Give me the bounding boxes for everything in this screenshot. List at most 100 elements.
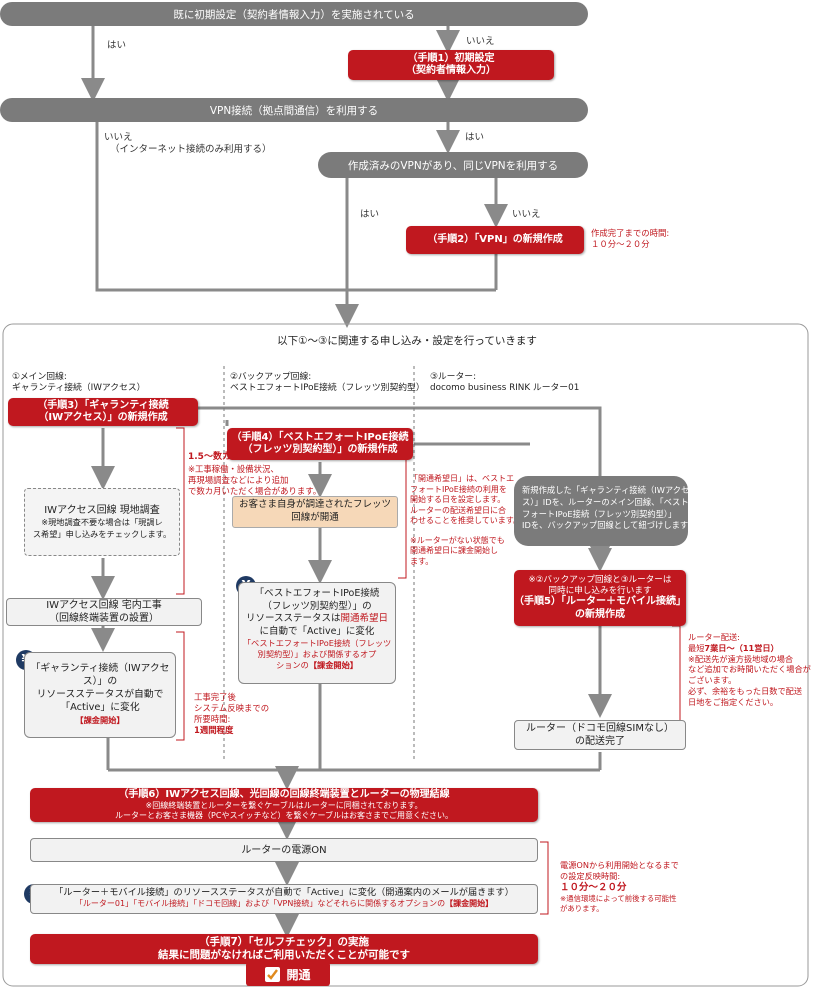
router-delivery-note: ルーター配送: 最短7業日～（11営日） ※配送先が遠方扱地域の場合 など追加で…: [688, 632, 811, 708]
guaranty-status-l3: リソースステータスが自動で: [36, 688, 164, 700]
router-note-l1: ルーター配送:: [688, 632, 740, 642]
column-main-line: ①メイン回線: ギャランティ接続（IWアクセス）: [12, 372, 145, 394]
router-status-active-box: 「ルーター＋モバイル接続」のリソースステータスが自動で「Active」に変化（開…: [30, 884, 538, 914]
link-box-l3: フォートIPoE接続（フレッツ別契約型）」: [522, 508, 677, 519]
power-note-l2: の設定反映時間:: [560, 870, 621, 881]
power-note-l3: １０分～２０分: [560, 881, 627, 893]
router-note-l2a: 最短: [688, 642, 705, 653]
yes-label-2: はい: [465, 132, 485, 143]
step6-l3: ルーターとお客さま機器（PCやスイッチなど）を繋ぐケーブルはお客さまでご用意くだ…: [115, 811, 453, 821]
flets-open-l1: お客さま自身が調達されたフレッツ: [238, 499, 391, 511]
col1-line1: ①メイン回線:: [12, 372, 67, 382]
step3-line1: （手順3）「ギャランティ接続: [37, 399, 169, 411]
col2-line1: ②バックアップ回線:: [230, 372, 312, 382]
kaitsu-note-l3: 開始する日を設定します。: [410, 495, 506, 505]
kaitsu-note-l5: わせることを推奨しています。: [410, 516, 521, 526]
column-router: ③ルーター: docomo business RINK ルーター01: [430, 372, 579, 394]
construction-note-l3: で数カ月いただく場合があります。: [188, 486, 322, 497]
desired-open-date-note: 「開通希望日」は、ベストエ フォートIPoE接続の利用を 開始する日を設定します…: [410, 474, 521, 567]
best-status-open-date: 開通希望日: [340, 613, 389, 625]
construction-note-l2: 再現場調査などにより追加: [188, 474, 289, 485]
best-status-l6: 別契約型）」および関係するオプ: [257, 648, 377, 659]
router-delivery-complete: ルーター（ドコモ回線SIMなし） の配送完了: [514, 720, 686, 750]
router-delivery-l2: の配送完了: [575, 736, 625, 747]
guaranty-status-l2: ス）」の: [82, 675, 118, 687]
iw-survey-l2: ス希望」申し込みをチェックします。: [32, 529, 172, 539]
step5-l2: 同時に申し込みを行います: [548, 585, 652, 596]
work-note-l1: 工事完了後: [194, 692, 236, 702]
opening-complete-text: 開通: [286, 967, 311, 982]
no-label-2: いいえ: [104, 132, 133, 143]
iw-work-l1: IWアクセス回線 宅内工事: [46, 600, 162, 611]
setting-reflect-note: 電源ONから利用開始となるまで の設定反映時間: １０分～２０分 ※通信環境によ…: [560, 860, 679, 914]
router-link-ids-box: 新規作成した「ギャランティ接続（IWアクセ ス）」IDを、ルーターのメイン回線、…: [514, 476, 697, 546]
step2-note-line2: １０分～２０分: [591, 239, 650, 250]
step7-self-check[interactable]: （手順7）「セルフチェック」の実施 結果に問題がなければご利用いただくことが可能…: [30, 934, 538, 964]
kaitsu-note-l4: ルーターの配送希望日に合: [410, 505, 506, 515]
step2-time-note: 作成完了までの時間: １０分～２０分: [591, 228, 669, 250]
step1-line2: （契約者情報入力）: [406, 65, 496, 76]
construction-period-title: 1.5～数カ月: [188, 452, 240, 462]
step6-physical-wiring[interactable]: （手順6）IWアクセス回線、光回線の回線終端装置とルーターの物理結線 ※回線終端…: [30, 788, 538, 822]
step3-guaranty-create[interactable]: （手順3）「ギャランティ接続 （IWアクセス）」の新規作成: [8, 398, 198, 426]
no-internet-label: （インターネット接続のみ利用する）: [110, 144, 272, 155]
kaitsu-note-l6: ※ルーターがない状態でも: [410, 535, 505, 545]
besteffort-status-box: 「ベストエフォートIPoE接続 （フレッツ別契約型）」の リソースステータスは開…: [238, 582, 396, 684]
iw-site-survey[interactable]: IWアクセス回線 現地調査 ※現地調査不要な場合は「現調レ ス希望」申し込みをチ…: [24, 488, 180, 556]
best-status-l5: 「ベストエフォートIPoE接続（フレッツ: [242, 638, 392, 649]
col1-line2: ギャランティ接続（IWアクセス）: [12, 382, 146, 393]
best-status-l4: に自動で「Active」に変化: [259, 625, 375, 637]
step3-line2: （IWアクセス）」の新規作成: [38, 412, 168, 423]
best-status-l7: ションの: [276, 659, 309, 670]
router-power-on: ルーターの電源ON: [30, 838, 538, 862]
col3-line1: ③ルーター:: [430, 372, 477, 382]
iw-survey-l1: ※現地調査不要な場合は「現調レ: [41, 517, 163, 527]
flets-open-l2: 回線が開通: [291, 512, 339, 523]
step4-besteffort-create[interactable]: （手順4）「ベストエフォートIPoE接続 （フレッツ別契約型）」の新規作成: [227, 428, 413, 460]
initial-setup-question: 既に初期設定（契約者情報入力）を実施されている: [0, 2, 588, 26]
step1-line1: （手順1）初期設定: [407, 52, 495, 64]
construction-note-l1: ※工事稼働・設備状況、: [188, 463, 279, 474]
yes-label-1: はい: [107, 40, 127, 51]
best-status-billing-start: 【課金開始】: [308, 659, 358, 670]
router-delivery-l1: ルーター（ドコモ回線SIMなし）: [526, 723, 674, 734]
router-note-l5: ございます。: [688, 675, 737, 686]
step2-vpn-create[interactable]: （手順2）「VPN」の新規作成: [406, 226, 584, 254]
power-on-text: ルーターの電源ON: [241, 844, 327, 856]
link-box-l1: 新規作成した「ギャランティ接続（IWアクセ: [522, 485, 690, 495]
power-note-l4: ※通信環境によって前後する可能性: [560, 894, 677, 904]
kaitsu-note-l2: フォートIPoE接続の利用を: [410, 484, 507, 494]
existing-vpn-question-text: 作成済みのVPNがあり、同じVPNを利用する: [347, 159, 559, 172]
final-status-l2: 「ルーター01」「モバイル接続」「ドコモ回線」および「VPN接続」などそれらに関…: [74, 898, 446, 908]
iw-indoor-work: IWアクセス回線 宅内工事 （回線終端装置の設置）: [6, 598, 202, 626]
final-status-l1: 「ルーター＋モバイル接続」のリソースステータスが自動で「Active」に変化（開…: [54, 887, 514, 898]
step5-router-mobile-create[interactable]: ※②バックアップ回線と③ルーターは 同時に申し込みを行います （手順5）「ルータ…: [514, 570, 686, 626]
opening-complete-badge: 開通: [246, 962, 330, 986]
no-label-3: いいえ: [512, 209, 541, 220]
yes-label-3: はい: [360, 209, 380, 220]
step1-initial-setup[interactable]: （手順1）初期設定 （契約者情報入力）: [348, 50, 554, 80]
work-note-l2: システム反映までの: [194, 703, 270, 714]
step7-l2: 結果に問題がなければご利用いただくことが可能です: [158, 949, 410, 961]
work-note-l4: 1週間程度: [194, 725, 234, 736]
step6-l1: （手順6）IWアクセス回線、光回線の回線終端装置とルーターの物理結線: [118, 788, 450, 800]
kaitsu-note-l8: ます。: [410, 556, 434, 566]
guaranty-status-l4: 「Active」に変化: [60, 701, 140, 713]
kaitsu-note-l7: 開通希望日に課金開始し: [410, 546, 498, 556]
guaranty-billing-start: 【課金開始】: [75, 714, 125, 725]
kaitsu-note-l1: 「開通希望日」は、ベストエ: [410, 474, 515, 483]
iw-survey-title: IWアクセス回線 現地調査: [44, 505, 160, 516]
column-backup-line: ②バックアップ回線: ベストエフォートIPoE接続（フレッツ別契約型）: [230, 372, 425, 394]
router-note-l7: 日地をご指定ください。: [688, 696, 779, 707]
step4-line1: （手順4）「ベストエフォートIPoE接続: [231, 431, 409, 443]
vpn-question: VPN接続（拠点間通信）を利用する: [0, 98, 588, 122]
work-note-l3: 所要時間:: [194, 714, 231, 725]
step7-l1: （手順7）「セルフチェック」の実施: [198, 935, 370, 948]
power-note-l1: 電源ONから利用開始となるまで: [560, 860, 679, 870]
guaranty-status-l1: 「ギャランティ接続（IWアクセ: [30, 663, 170, 674]
link-box-l4: IDを、バックアップ回線として紐づけします: [522, 520, 689, 531]
no-label-1: いいえ: [466, 36, 495, 47]
construction-period-note: 1.5～数カ月 ※工事稼働・設備状況、 再現場調査などにより追加 で数カ月いただ…: [188, 452, 321, 497]
step5-l1: ※②バックアップ回線と③ルーターは: [528, 574, 672, 585]
best-status-l2: （フレッツ別契約型）」の: [262, 600, 372, 612]
